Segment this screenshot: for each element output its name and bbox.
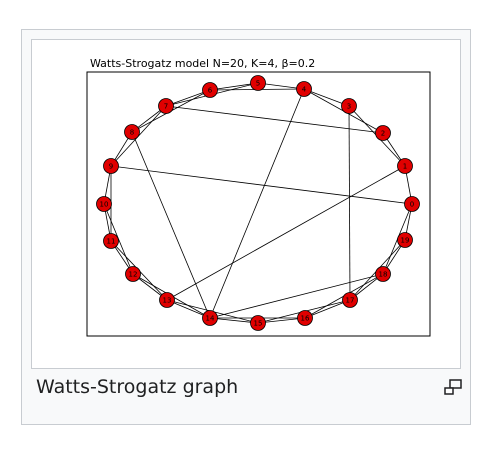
graph-node: 4 bbox=[296, 81, 312, 97]
graph-node: 8 bbox=[124, 124, 140, 140]
graph-node: 14 bbox=[202, 310, 218, 326]
node-label: 9 bbox=[109, 163, 113, 171]
graph-node: 19 bbox=[397, 232, 413, 248]
figure-caption: Watts-Strogatz graph bbox=[36, 376, 239, 398]
graph-node: 15 bbox=[250, 315, 266, 331]
node-circle bbox=[96, 196, 112, 212]
graph-node: 0 bbox=[404, 196, 420, 212]
node-circle bbox=[297, 310, 313, 326]
graph-node: 10 bbox=[96, 196, 112, 212]
node-label: 10 bbox=[100, 201, 109, 209]
figure-image[interactable]: Watts-Strogatz model N=20, K=4, β=0.2 0 1… bbox=[31, 39, 461, 369]
graph-node: 18 bbox=[375, 266, 391, 282]
node-circle bbox=[202, 310, 218, 326]
node-label: 17 bbox=[346, 297, 355, 305]
node-label: 18 bbox=[379, 271, 388, 279]
node-label: 6 bbox=[208, 87, 213, 95]
node-label: 2 bbox=[381, 130, 385, 138]
graph-node: 5 bbox=[250, 75, 266, 91]
node-circle bbox=[103, 158, 119, 174]
graph-edge bbox=[110, 165, 413, 205]
graph-edge bbox=[166, 165, 406, 301]
node-circle bbox=[202, 82, 218, 98]
node-label: 8 bbox=[130, 129, 134, 137]
node-circle bbox=[159, 292, 175, 308]
node-label: 1 bbox=[403, 163, 407, 171]
graph-node: 12 bbox=[125, 266, 141, 282]
graph-edge bbox=[348, 105, 351, 301]
plot-frame bbox=[86, 71, 431, 337]
node-label: 0 bbox=[410, 201, 414, 209]
node-circle bbox=[375, 266, 391, 282]
node-circle bbox=[342, 292, 358, 308]
node-circle bbox=[158, 98, 174, 114]
node-label: 7 bbox=[164, 103, 168, 111]
node-label: 16 bbox=[301, 315, 310, 323]
graph-edge bbox=[209, 317, 259, 324]
graph-edge bbox=[209, 273, 384, 319]
graph-node: 1 bbox=[397, 158, 413, 174]
node-circle bbox=[103, 233, 119, 249]
graph-edge bbox=[131, 131, 211, 319]
node-circle bbox=[125, 266, 141, 282]
node-label: 14 bbox=[206, 315, 215, 323]
graph-diagram: Watts-Strogatz model N=20, K=4, β=0.2 0 1… bbox=[86, 57, 431, 337]
node-circle bbox=[250, 75, 266, 91]
node-label: 4 bbox=[302, 86, 307, 94]
graph-node: 7 bbox=[158, 98, 174, 114]
graph-node: 2 bbox=[375, 125, 391, 141]
node-label: 11 bbox=[107, 238, 116, 246]
graph-edge bbox=[165, 105, 384, 134]
graph-edge bbox=[209, 82, 259, 91]
graph-node: 11 bbox=[103, 233, 119, 249]
graph-edge bbox=[209, 88, 305, 319]
node-label: 5 bbox=[256, 80, 260, 88]
node-label: 3 bbox=[347, 103, 351, 111]
graph-node: 3 bbox=[341, 98, 357, 114]
graph-node: 13 bbox=[159, 292, 175, 308]
graph-node: 6 bbox=[202, 82, 218, 98]
node-circle bbox=[341, 98, 357, 114]
node-circle bbox=[296, 81, 312, 97]
node-circle bbox=[397, 232, 413, 248]
node-circle bbox=[375, 125, 391, 141]
graph-title: Watts-Strogatz model N=20, K=4, β=0.2 bbox=[90, 57, 315, 70]
node-circle bbox=[250, 315, 266, 331]
graph-edge bbox=[304, 299, 351, 319]
node-circle bbox=[397, 158, 413, 174]
enlarge-icon[interactable] bbox=[443, 378, 463, 396]
node-circle bbox=[404, 196, 420, 212]
node-label: 12 bbox=[129, 271, 138, 279]
node-label: 15 bbox=[254, 320, 263, 328]
graph-node: 9 bbox=[103, 158, 119, 174]
graph-edge bbox=[303, 88, 350, 107]
node-label: 13 bbox=[163, 297, 172, 305]
graph-node: 17 bbox=[342, 292, 358, 308]
node-circle bbox=[124, 124, 140, 140]
graph-node: 16 bbox=[297, 310, 313, 326]
node-label: 19 bbox=[401, 237, 410, 245]
